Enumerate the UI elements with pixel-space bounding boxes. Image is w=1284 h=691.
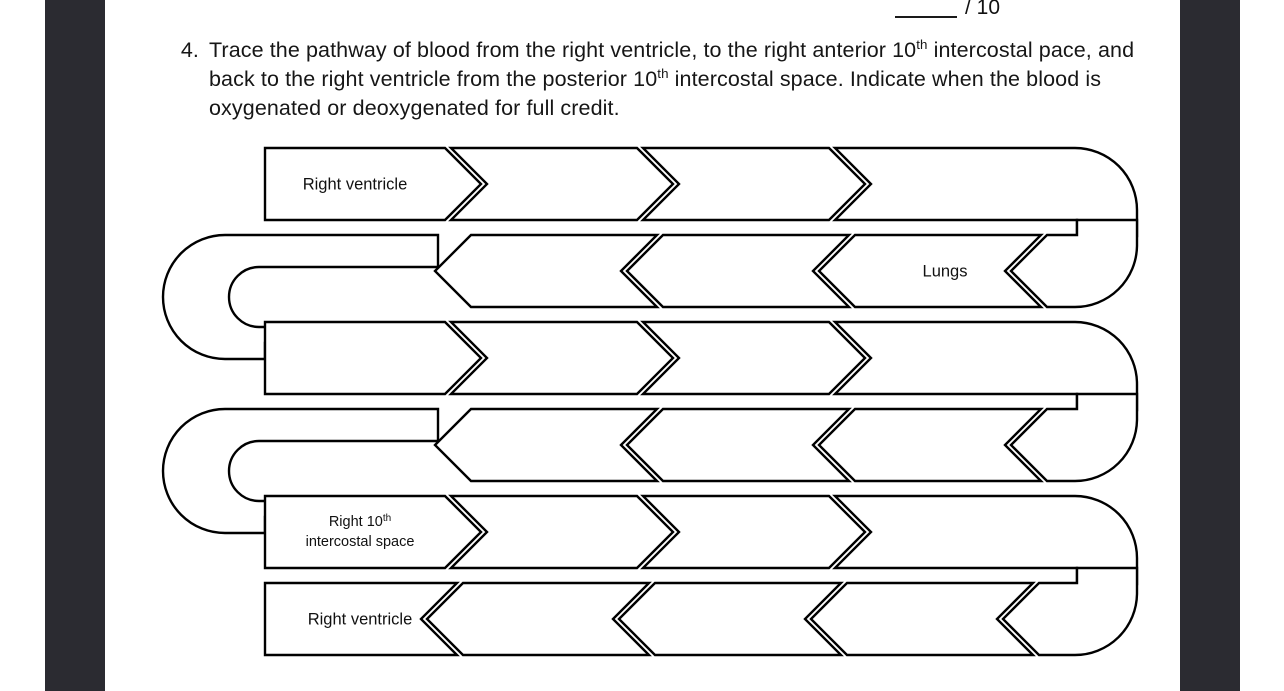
row2-cell2-shape [625,233,852,309]
row5-cell3-shape [640,494,867,570]
question-sup-2: th [657,65,669,81]
row5-label-intercostal-line1: Right 10th [329,513,391,531]
row2-cell4-lungs-shape [1009,218,1139,309]
row6-cell1-shape [263,581,460,657]
row4-uturn-left-shape [161,407,440,535]
row3-cell3-shape [640,320,867,396]
score-blank-field[interactable] [895,2,957,18]
row2-cell1-shape [433,233,660,309]
score-area: / 10 [895,0,1135,18]
row4-cell1-shape [433,407,660,483]
score-total-label: / 10 [965,0,1001,19]
row2-uturn-left-shape [161,233,440,361]
vertical-scrollbar-track[interactable] [1218,0,1233,691]
row1-label-right-ventricle: Right ventricle [303,175,408,193]
row6-uturn-right-shape [1001,566,1139,657]
row4-cell3-shape [817,407,1044,483]
row1-cell2-shape [448,146,675,222]
row4-cell2-shape [625,407,852,483]
row6-cell3-shape [617,581,844,657]
row1-cell1-shape [263,146,483,222]
row4-cell4-shape [1009,392,1139,483]
app-left-panel [45,0,105,691]
row3-cell2-shape [448,320,675,396]
row5-label-intercostal-line2: intercostal space [306,534,415,550]
document-page: / 10 4. Trace the pathway of blood from … [105,0,1180,691]
question-text-part-1: Trace the pathway of blood from the righ… [209,38,917,62]
question-number: 4. [180,38,199,62]
row5-label-intercostal-sup: th [383,513,391,524]
question-text-part-2: intercostal pace, and back to the right … [209,38,1135,91]
row6-label-right-ventricle: Right ventricle [308,610,413,628]
row2-cell3-shape [817,233,1044,309]
row6-cell2-shape [425,581,652,657]
row5-label-intercostal-text: Right 10 [329,514,383,530]
row5-cell1-shape [263,494,483,570]
row2-label-lungs: Lungs [923,262,968,280]
question-text-part-3: intercostal space. Indicate when the blo… [209,67,1102,120]
row5-cell2-shape [448,494,675,570]
question-sup-1: th [916,36,928,52]
blood-pathway-diagram: Right ventricle Lungs [155,140,1155,660]
app-right-panel [1180,0,1240,691]
row1-cell3-shape [640,146,867,222]
row6-cell4-shape [809,581,1036,657]
question-text: Trace the pathway of blood from the righ… [209,36,1175,123]
row3-cell1-shape [263,320,483,396]
question-block: 4. Trace the pathway of blood from the r… [175,36,1175,123]
